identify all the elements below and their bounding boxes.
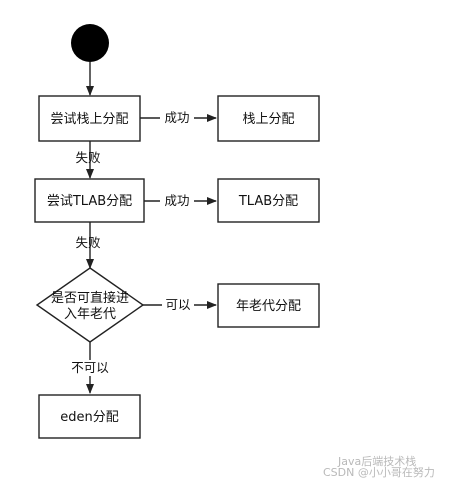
success-label-1: 成功 bbox=[164, 110, 189, 125]
start-node bbox=[71, 24, 109, 62]
tlab-alloc-box bbox=[217, 178, 320, 223]
decision-diamond bbox=[35, 267, 145, 343]
old-gen-label: 年老代分配 bbox=[236, 299, 301, 314]
watermark-author: CSDN @小小哥在努力 bbox=[323, 466, 435, 479]
try-stack-box bbox=[38, 95, 141, 142]
eden-box bbox=[38, 394, 141, 439]
success-label-bg-1 bbox=[160, 110, 194, 126]
watermark-channel: Java后端技术栈 bbox=[338, 455, 417, 468]
stack-alloc-label: 栈上分配 bbox=[242, 112, 294, 127]
try-tlab-label: 尝试TLAB分配 bbox=[47, 194, 132, 209]
eden-label: eden分配 bbox=[60, 410, 119, 425]
success-label-2: 成功 bbox=[164, 193, 189, 208]
fail-label-1: 失败 bbox=[75, 150, 101, 165]
decision-label-line2: 入年老代 bbox=[64, 307, 116, 322]
old-gen-box bbox=[217, 283, 320, 328]
tlab-alloc-label: TLAB分配 bbox=[238, 194, 298, 209]
yes-label: 可以 bbox=[165, 297, 191, 312]
yes-label-bg bbox=[162, 297, 194, 313]
try-tlab-box bbox=[34, 178, 145, 223]
stack-alloc-box bbox=[217, 95, 320, 142]
no-label-bg bbox=[66, 360, 114, 376]
decision-label-line1: 是否可直接进 bbox=[51, 290, 129, 306]
fail-label-2: 失败 bbox=[75, 235, 101, 250]
try-stack-label: 尝试栈上分配 bbox=[50, 112, 128, 127]
success-label-bg-2 bbox=[160, 193, 194, 209]
no-label: 不可以 bbox=[71, 360, 109, 375]
